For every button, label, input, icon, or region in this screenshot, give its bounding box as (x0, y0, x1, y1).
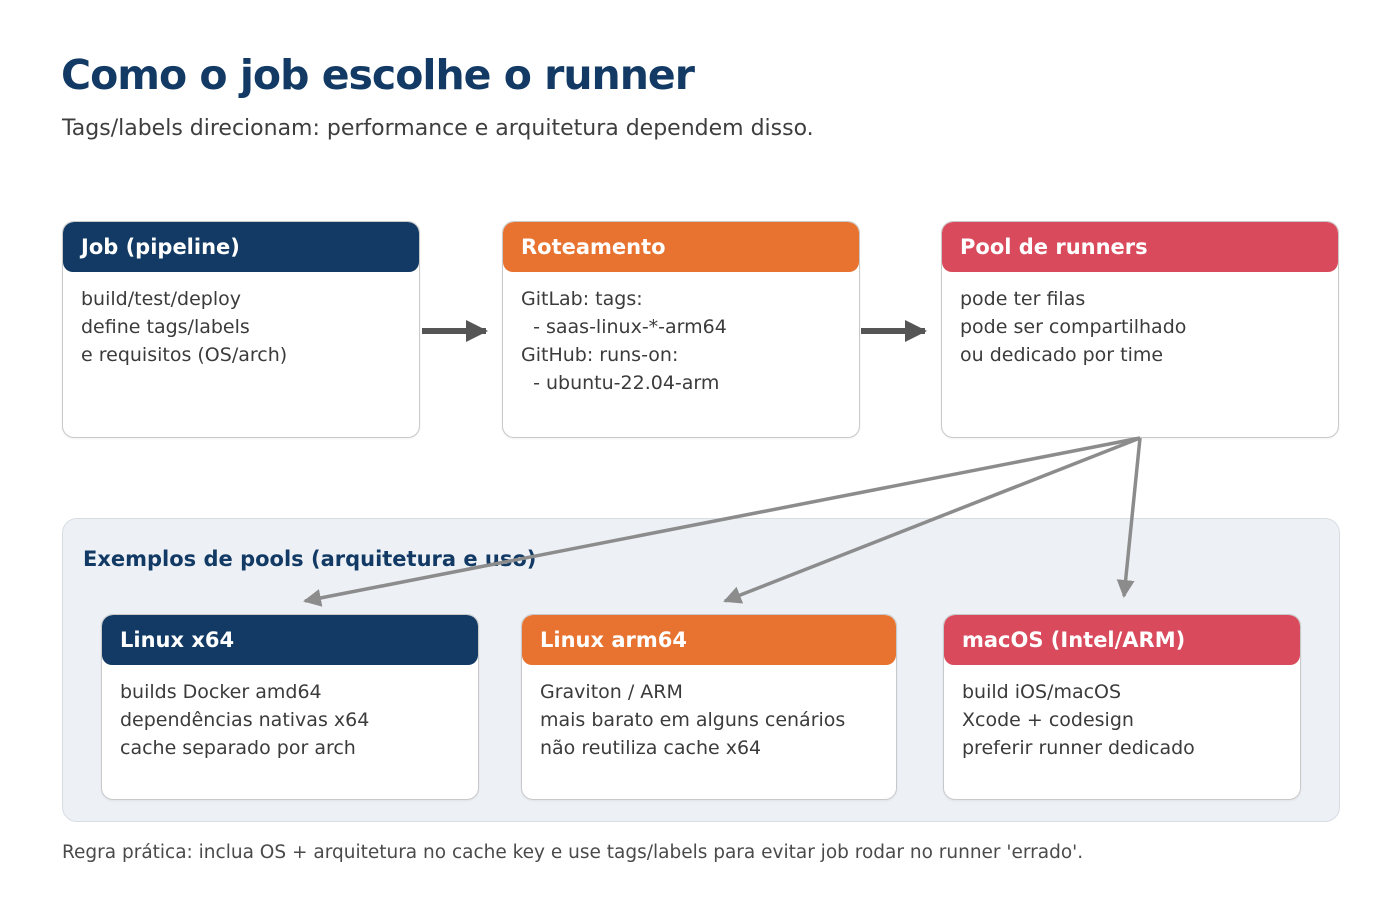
card-line: Graviton / ARM (540, 681, 683, 703)
flow-card-job-pipeline-header: Job (pipeline) (63, 222, 419, 272)
flow-card-roteamento-body: GitLab: tags: - saas-linux-*-arm64 GitHu… (503, 272, 859, 410)
example-card-linux-x64-header: Linux x64 (102, 615, 478, 665)
example-card-macos: macOS (Intel/ARM) build iOS/macOS Xcode … (943, 614, 1301, 800)
card-line: - ubuntu-22.04-arm (521, 372, 720, 394)
example-card-linux-x64-body: builds Docker amd64 dependências nativas… (102, 665, 478, 775)
flow-card-roteamento-header: Roteamento (503, 222, 859, 272)
card-line: build iOS/macOS (962, 681, 1122, 703)
examples-panel: Exemplos de pools (arquitetura e uso) Li… (62, 518, 1340, 822)
card-line: não reutiliza cache x64 (540, 737, 762, 759)
card-line: e requisitos (OS/arch) (81, 344, 288, 366)
flow-card-job-pipeline-body: build/test/deploy define tags/labels e r… (63, 272, 419, 382)
flow-card-pool-de-runners: Pool de runners pode ter filas pode ser … (941, 221, 1339, 438)
card-line: cache separado por arch (120, 737, 356, 759)
card-line: preferir runner dedicado (962, 737, 1195, 759)
card-line: builds Docker amd64 (120, 681, 322, 703)
card-line: pode ter filas (960, 288, 1086, 310)
example-card-linux-arm64-header: Linux arm64 (522, 615, 896, 665)
card-line: dependências nativas x64 (120, 709, 370, 731)
example-card-macos-header: macOS (Intel/ARM) (944, 615, 1300, 665)
page-subtitle: Tags/labels direcionam: performance e ar… (62, 116, 814, 141)
flow-card-roteamento: Roteamento GitLab: tags: - saas-linux-*-… (502, 221, 860, 438)
card-line: build/test/deploy (81, 288, 241, 310)
card-line: GitHub: runs-on: (521, 344, 679, 366)
card-line: define tags/labels (81, 316, 250, 338)
flow-card-pool-de-runners-header: Pool de runners (942, 222, 1338, 272)
flow-card-job-pipeline: Job (pipeline) build/test/deploy define … (62, 221, 420, 438)
page-title: Como o job escolhe o runner (61, 51, 695, 99)
card-line: GitLab: tags: (521, 288, 643, 310)
card-line: Xcode + codesign (962, 709, 1134, 731)
card-line: pode ser compartilhado (960, 316, 1187, 338)
example-card-linux-arm64: Linux arm64 Graviton / ARM mais barato e… (521, 614, 897, 800)
example-card-linux-x64: Linux x64 builds Docker amd64 dependênci… (101, 614, 479, 800)
flow-card-pool-de-runners-body: pode ter filas pode ser compartilhado ou… (942, 272, 1338, 382)
card-line: mais barato em alguns cenários (540, 709, 846, 731)
examples-panel-title: Exemplos de pools (arquitetura e uso) (83, 547, 537, 571)
page-footer: Regra prática: inclua OS + arquitetura n… (62, 842, 1084, 863)
example-card-linux-arm64-body: Graviton / ARM mais barato em alguns cen… (522, 665, 896, 775)
card-line: - saas-linux-*-arm64 (521, 316, 727, 338)
card-line: ou dedicado por time (960, 344, 1164, 366)
example-card-macos-body: build iOS/macOS Xcode + codesign preferi… (944, 665, 1300, 775)
